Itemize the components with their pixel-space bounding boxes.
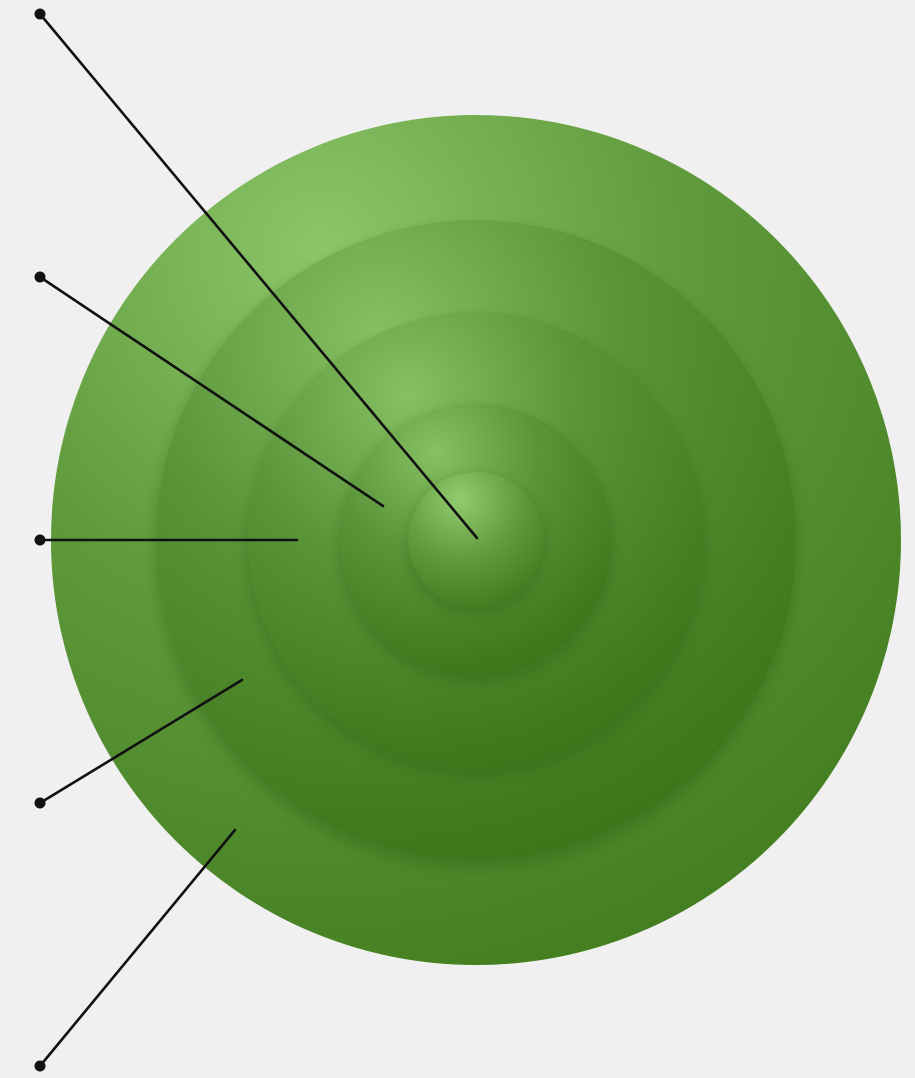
callout-1-dot bbox=[35, 9, 46, 20]
callout-5 bbox=[35, 830, 236, 1072]
callout-4-dot bbox=[35, 798, 46, 809]
callout-3-dot bbox=[35, 535, 46, 546]
callout-5-line bbox=[40, 830, 235, 1066]
callout-2-dot bbox=[35, 272, 46, 283]
ring-5-center bbox=[408, 472, 544, 608]
callout-5-dot bbox=[35, 1061, 46, 1072]
